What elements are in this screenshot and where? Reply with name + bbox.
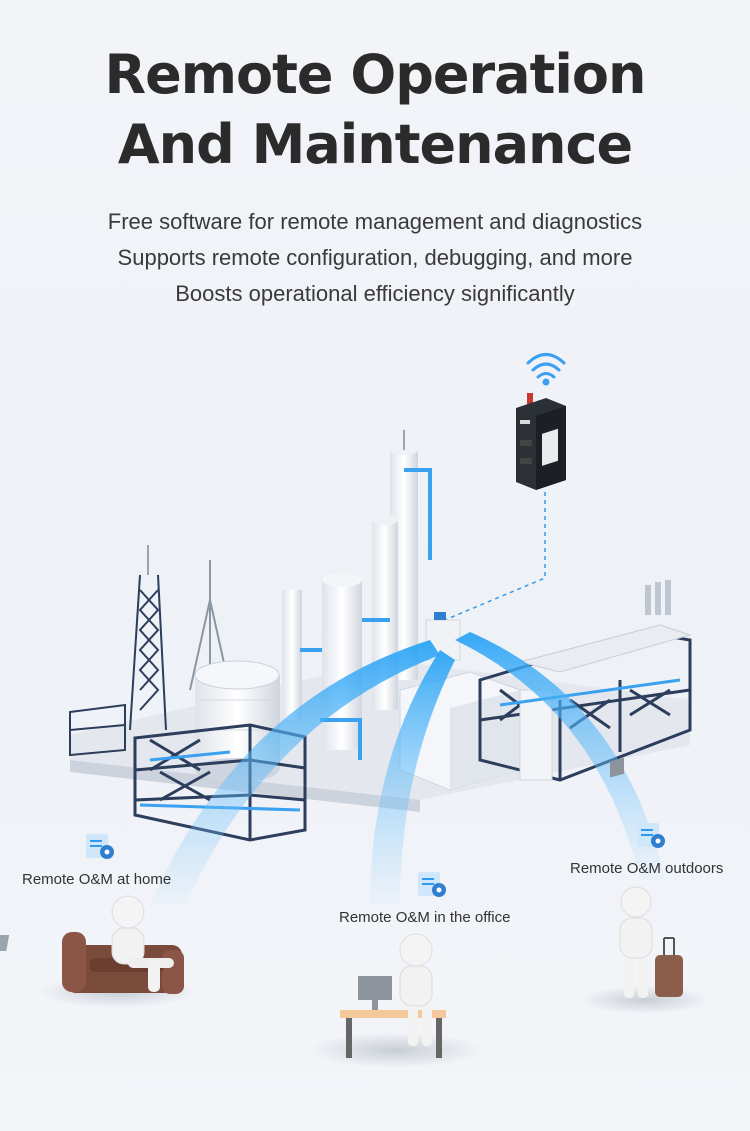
label-remote-outdoors: Remote O&M outdoors	[570, 860, 724, 877]
title-line-1: Remote Operation	[104, 43, 647, 106]
document-gear-icon	[86, 834, 114, 859]
office-worker-figure	[307, 933, 483, 1068]
document-gear-icon	[637, 823, 665, 848]
industrial-scene-illustration	[0, 353, 710, 1068]
signal-beam-home	[150, 640, 440, 905]
lattice-tower	[129, 574, 167, 731]
subtitle-block: Free software for remote management and …	[0, 204, 750, 312]
document-gear-icon	[418, 872, 446, 897]
subtitle-line-3: Boosts operational efficiency significan…	[175, 281, 575, 306]
page-title: Remote Operation And Maintenance	[0, 40, 750, 180]
title-line-2: And Maintenance	[117, 113, 633, 176]
wifi-icon	[526, 353, 566, 386]
label-remote-office: Remote O&M in the office	[339, 909, 511, 926]
outdoor-worker-figure	[580, 757, 710, 1014]
signal-beam-office	[370, 650, 455, 905]
router-device	[516, 393, 566, 490]
home-worker-figure	[0, 895, 198, 1008]
subtitle-line-1: Free software for remote management and …	[107, 209, 643, 234]
label-remote-home: Remote O&M at home	[22, 871, 172, 888]
subtitle-line-2: Supports remote configuration, debugging…	[117, 245, 633, 270]
signal-beam-outdoors	[455, 632, 665, 880]
